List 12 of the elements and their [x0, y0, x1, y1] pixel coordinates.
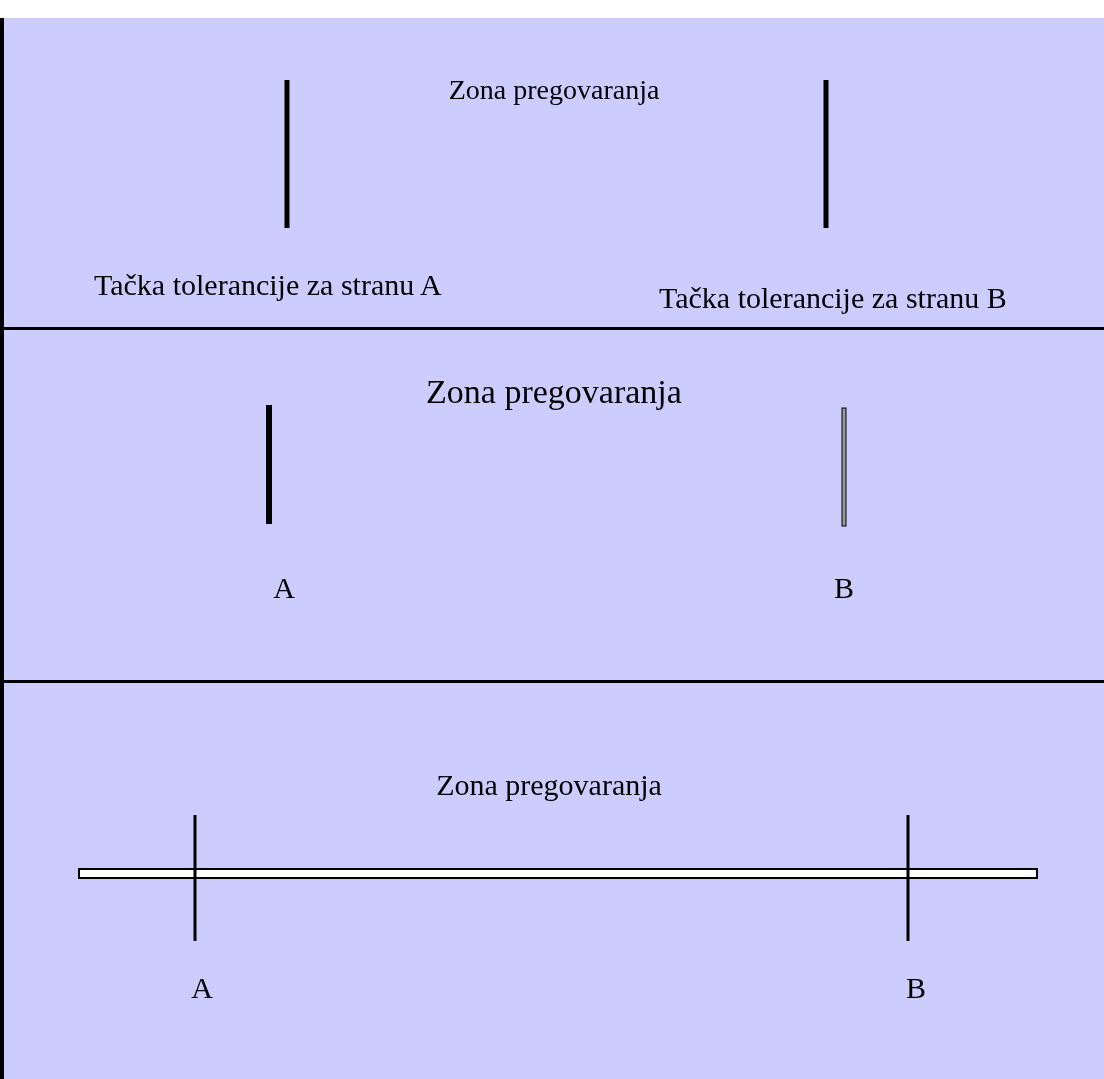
party-label: B [906, 973, 926, 1003]
zone-label: Zona pregovaranja [426, 375, 682, 409]
zone-label: Zona pregovaranja [436, 770, 662, 800]
tolerance-point-label: Tačka tolerancije za stranu B [659, 283, 1007, 313]
party-label: A [191, 973, 213, 1003]
tolerance-point-label: Tačka tolerancije za stranu A [94, 270, 442, 300]
party-label: B [834, 573, 854, 603]
panel [0, 18, 1104, 327]
zone-label: Zona pregovaranja [448, 76, 660, 104]
panel [0, 680, 1104, 1079]
panel [0, 327, 1104, 680]
party-label: A [273, 573, 295, 603]
